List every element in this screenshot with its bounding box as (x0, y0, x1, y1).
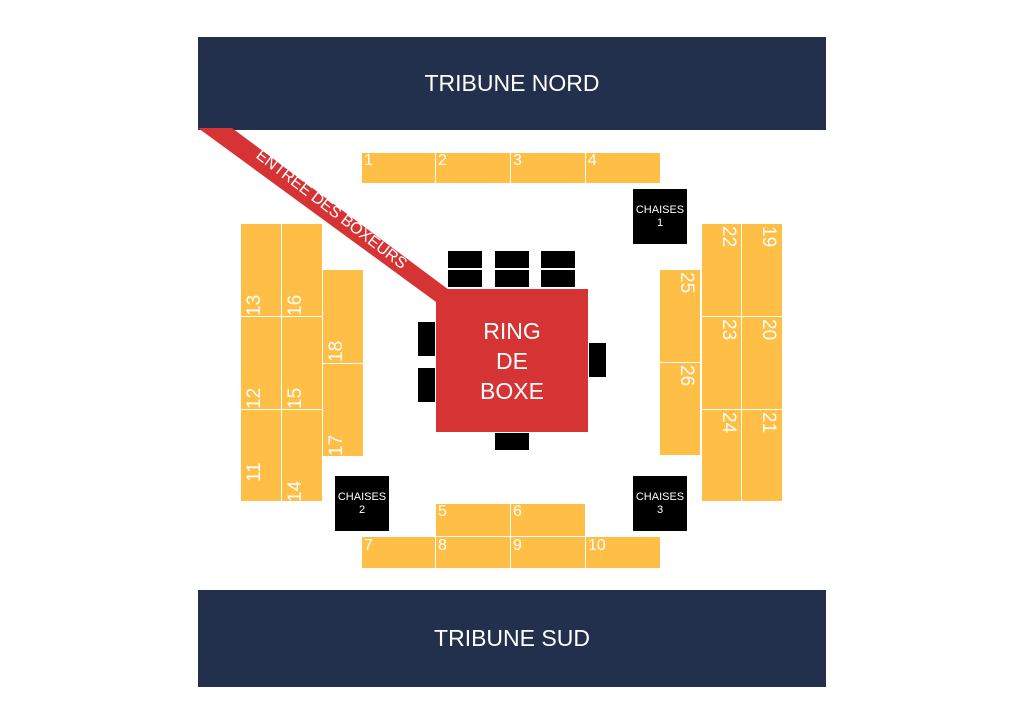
ring-seat-top-2[interactable] (495, 251, 529, 268)
ring-de-boxe[interactable]: RING DE BOXE (436, 289, 588, 432)
block-24[interactable]: 24 (702, 410, 741, 501)
ring-seat-right-1[interactable] (589, 343, 606, 377)
block-21-label: 21 (758, 412, 779, 434)
block-13-label: 13 (244, 294, 265, 316)
ring-seat-top-3[interactable] (541, 251, 575, 268)
block-6-label: 6 (513, 503, 522, 520)
block-1[interactable]: 1 (362, 153, 435, 183)
block-7-label: 7 (364, 537, 373, 554)
block-12-label: 12 (244, 387, 265, 409)
block-16-label: 16 (285, 294, 306, 316)
block-4[interactable]: 4 (586, 153, 660, 183)
block-19-label: 19 (758, 226, 779, 248)
block-8[interactable]: 8 (436, 537, 510, 568)
block-17-label: 17 (326, 434, 347, 456)
block-18-label: 18 (326, 340, 347, 362)
block-24-label: 24 (718, 412, 739, 434)
chaises-1-label: CHAISES (635, 203, 685, 216)
ring-seat-top-3b[interactable] (541, 270, 575, 287)
tribune-nord-label: TRIBUNE NORD (424, 70, 600, 96)
chaises-2-num: 2 (358, 503, 366, 516)
block-9[interactable]: 9 (511, 537, 585, 568)
block-12[interactable]: 12 (241, 317, 281, 409)
block-10-label: 10 (588, 537, 606, 554)
block-1-label: 1 (364, 152, 373, 169)
ring-line-3: BOXE (480, 377, 544, 404)
block-26-label: 26 (676, 365, 697, 387)
chaises-3-num: 3 (656, 503, 664, 516)
block-16[interactable]: 16 (282, 224, 322, 316)
block-6[interactable]: 6 (511, 504, 585, 536)
ring-seat-top-1[interactable] (448, 251, 482, 268)
block-15-label: 15 (285, 387, 306, 409)
tribune-sud[interactable]: TRIBUNE SUD (198, 590, 826, 687)
block-23[interactable]: 23 (702, 317, 741, 409)
chaises-3[interactable]: CHAISES 3 (633, 476, 687, 531)
chaises-1-num: 1 (656, 216, 664, 229)
block-14-label: 14 (285, 480, 306, 502)
block-7[interactable]: 7 (362, 537, 435, 568)
chaises-1[interactable]: CHAISES 1 (633, 189, 687, 244)
block-9-label: 9 (513, 537, 522, 554)
block-13[interactable]: 13 (241, 224, 281, 316)
block-3[interactable]: 3 (511, 153, 585, 183)
block-2[interactable]: 2 (436, 153, 510, 183)
ring-line-2: DE (496, 347, 528, 374)
block-26[interactable]: 26 (660, 363, 700, 455)
ring-line-1: RING (483, 317, 541, 344)
block-21[interactable]: 21 (742, 410, 782, 501)
block-8-label: 8 (438, 537, 447, 554)
ring-seat-bottom-1[interactable] (495, 433, 529, 450)
block-20[interactable]: 20 (742, 317, 782, 409)
block-15[interactable]: 15 (282, 317, 322, 409)
block-3-label: 3 (513, 152, 522, 169)
block-2-label: 2 (438, 152, 447, 169)
block-23-label: 23 (718, 319, 739, 341)
block-22-label: 22 (718, 226, 739, 248)
block-11-label: 11 (244, 462, 265, 482)
block-19[interactable]: 19 (742, 224, 782, 316)
block-17[interactable]: 17 (323, 364, 363, 456)
block-25-label: 25 (676, 272, 697, 294)
block-22[interactable]: 22 (702, 224, 741, 316)
block-4-label: 4 (588, 152, 597, 169)
ring-seat-top-1b[interactable] (448, 270, 482, 287)
block-20-label: 20 (758, 319, 779, 341)
chaises-2-label: CHAISES (337, 490, 387, 503)
block-5[interactable]: 5 (436, 504, 510, 536)
block-10[interactable]: 10 (586, 537, 660, 568)
block-18[interactable]: 18 (323, 270, 363, 363)
chaises-2[interactable]: CHAISES 2 (335, 476, 389, 531)
ring-seat-top-2b[interactable] (495, 270, 529, 287)
ring-seat-left-1[interactable] (418, 322, 435, 356)
block-14[interactable]: 14 (282, 410, 322, 502)
tribune-sud-label: TRIBUNE SUD (434, 625, 590, 651)
ring-seat-left-2[interactable] (418, 368, 435, 402)
block-25[interactable]: 25 (660, 270, 700, 362)
block-5-label: 5 (438, 503, 447, 520)
chaises-3-label: CHAISES (635, 490, 685, 503)
block-11[interactable]: 11 (241, 410, 281, 501)
tribune-nord[interactable]: TRIBUNE NORD (198, 37, 826, 130)
